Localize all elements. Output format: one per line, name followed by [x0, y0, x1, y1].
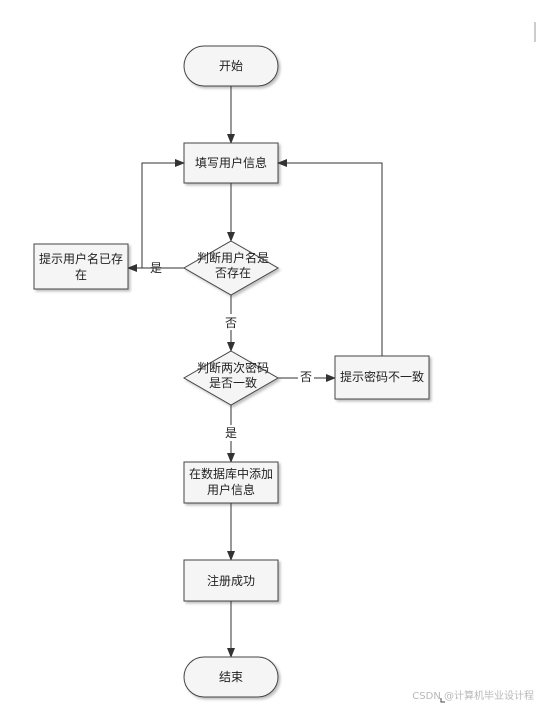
- edge-label-no-user: 否: [225, 316, 237, 330]
- fill-user-info-label: 填写用户信息: [195, 155, 267, 170]
- start-node: 开始: [183, 45, 279, 87]
- end-label: 结束: [219, 670, 243, 684]
- check-password-label-2: 是否一致: [209, 376, 257, 390]
- password-mismatch-node: 提示密码不一致: [334, 355, 430, 400]
- password-mismatch-label: 提示密码不一致: [340, 369, 424, 384]
- check-password-decision: 判断两次密码 是否一致: [182, 350, 280, 406]
- watermark: CSDN @计算机毕业设计程: [412, 689, 534, 702]
- check-username-label-1: 判断用户名是: [197, 250, 269, 265]
- add-db-label-1: 在数据库中添加: [189, 466, 273, 481]
- fill-user-info-node: 填写用户信息: [183, 142, 279, 184]
- edge-label-no-pwd: 否: [300, 370, 312, 384]
- user-exists-node: 提示用户名已存 在: [33, 243, 129, 290]
- add-to-database-node: 在数据库中添加 用户信息: [183, 461, 279, 504]
- edge-label-yes-user: 是: [150, 261, 162, 275]
- user-exists-label-1: 提示用户名已存: [39, 251, 123, 266]
- register-success-node: 注册成功: [183, 559, 279, 602]
- cursor-mark: [440, 698, 445, 703]
- check-username-label-2: 否存在: [215, 266, 251, 280]
- start-label: 开始: [219, 59, 243, 73]
- check-password-label-1: 判断两次密码: [197, 360, 269, 375]
- end-node: 结束: [183, 656, 279, 698]
- check-username-decision: 判断用户名是 否存在: [182, 240, 280, 296]
- user-exists-label-2: 在: [75, 268, 87, 282]
- edge-label-yes-pwd: 是: [225, 426, 237, 440]
- edge-user-exists-back: [141, 159, 185, 268]
- register-success-label: 注册成功: [207, 573, 255, 588]
- add-db-label-2: 用户信息: [207, 482, 255, 497]
- edge-mismatch-back: [277, 159, 383, 356]
